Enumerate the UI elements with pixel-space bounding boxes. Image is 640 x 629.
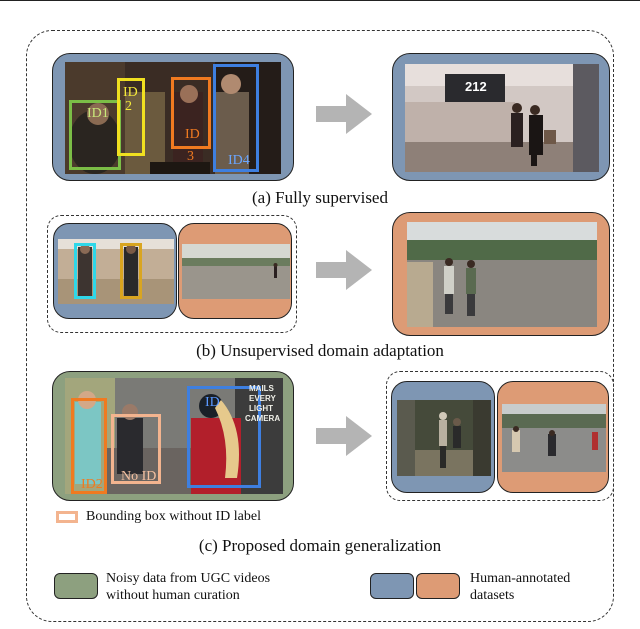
bbox-no-id-c (111, 414, 161, 484)
target-group-c (386, 371, 614, 501)
ugc-legend-text: Noisy data from UGC videos without human… (106, 571, 271, 603)
figure-outer-border (26, 30, 614, 622)
target-domain-panel-c-blue (391, 381, 495, 493)
unlabeled-target-panel-b (178, 223, 292, 319)
annotated-legend-swatch-orange (416, 573, 460, 599)
target-domain-panel-a: 212 (392, 53, 610, 181)
bbox-id4 (213, 64, 259, 172)
top-rule (0, 0, 640, 1)
caption-c: (c) Proposed domain generalization (198, 536, 442, 555)
bbox-id2 (117, 78, 145, 156)
label-no-id-c: No ID (121, 469, 157, 484)
ugc-legend-swatch (54, 573, 98, 599)
source-scene-a (65, 62, 281, 174)
target-domain-panel-b (392, 212, 610, 336)
source-image-a: ID1 ID 2 ID 3 ID4 (65, 62, 281, 174)
target-image-a: 212 (405, 64, 599, 172)
label-id1: ID1 (87, 106, 109, 121)
target-scene-c-orange (502, 404, 606, 472)
wall-sign-2: EVERY (249, 394, 276, 403)
label-id-c: ID (205, 395, 220, 410)
bbox-cyan (74, 243, 96, 299)
wall-sign-4: CAMERA (245, 414, 281, 423)
target-image-b (407, 222, 597, 327)
bbox-gold (120, 243, 142, 299)
bbox-id-c (187, 386, 261, 488)
bbox-id2-c (71, 398, 107, 494)
target-domain-panel-c-orange (497, 381, 609, 493)
target-scene-b (407, 222, 597, 327)
ugc-image-c: ID2 No ID ID MAILS EVERY LIGHT CAMERA (65, 378, 283, 494)
airport-sign: 212 (465, 79, 487, 94)
source-domain-panel-a: ID1 ID 2 ID 3 ID4 (52, 53, 294, 181)
caption-a: (a) Fully supervised (252, 188, 388, 207)
label-id2-c: ID2 (81, 477, 103, 492)
target-image-c-orange (502, 404, 606, 472)
arrow-c (316, 416, 372, 456)
target-image-c-blue (397, 400, 491, 476)
unlabeled-target-scene-b (182, 244, 290, 299)
annotated-legend-text: Human-annotated datasets (470, 571, 571, 603)
bbox-id3 (171, 77, 211, 149)
annotated-legend-swatch-blue (370, 573, 414, 599)
wall-sign-1: MAILS (249, 384, 274, 393)
bbox-no-id-swatch (56, 511, 78, 523)
label-id3-bot: 3 (187, 149, 194, 164)
arrow-a (316, 94, 372, 134)
bbox-no-id-legend-text: Bounding box without ID label (86, 509, 261, 524)
source-group-b (47, 215, 297, 333)
source-image-b (58, 239, 174, 304)
target-scene-c-blue (397, 400, 491, 476)
target-scene-a (405, 64, 599, 172)
unlabeled-target-image-b (182, 244, 290, 299)
label-id2-top: ID (123, 85, 138, 100)
ugc-source-panel-c: ID2 No ID ID MAILS EVERY LIGHT CAMERA (52, 371, 294, 501)
label-id3-top: ID (185, 127, 200, 142)
label-id2-bot: 2 (125, 99, 132, 114)
label-id4: ID4 (228, 153, 250, 168)
source-domain-panel-b (53, 223, 177, 319)
caption-b: (b) Unsupervised domain adaptation (196, 341, 444, 360)
wall-sign-3: LIGHT (249, 404, 273, 413)
arrow-b (316, 250, 372, 290)
source-scene-b (58, 239, 174, 304)
